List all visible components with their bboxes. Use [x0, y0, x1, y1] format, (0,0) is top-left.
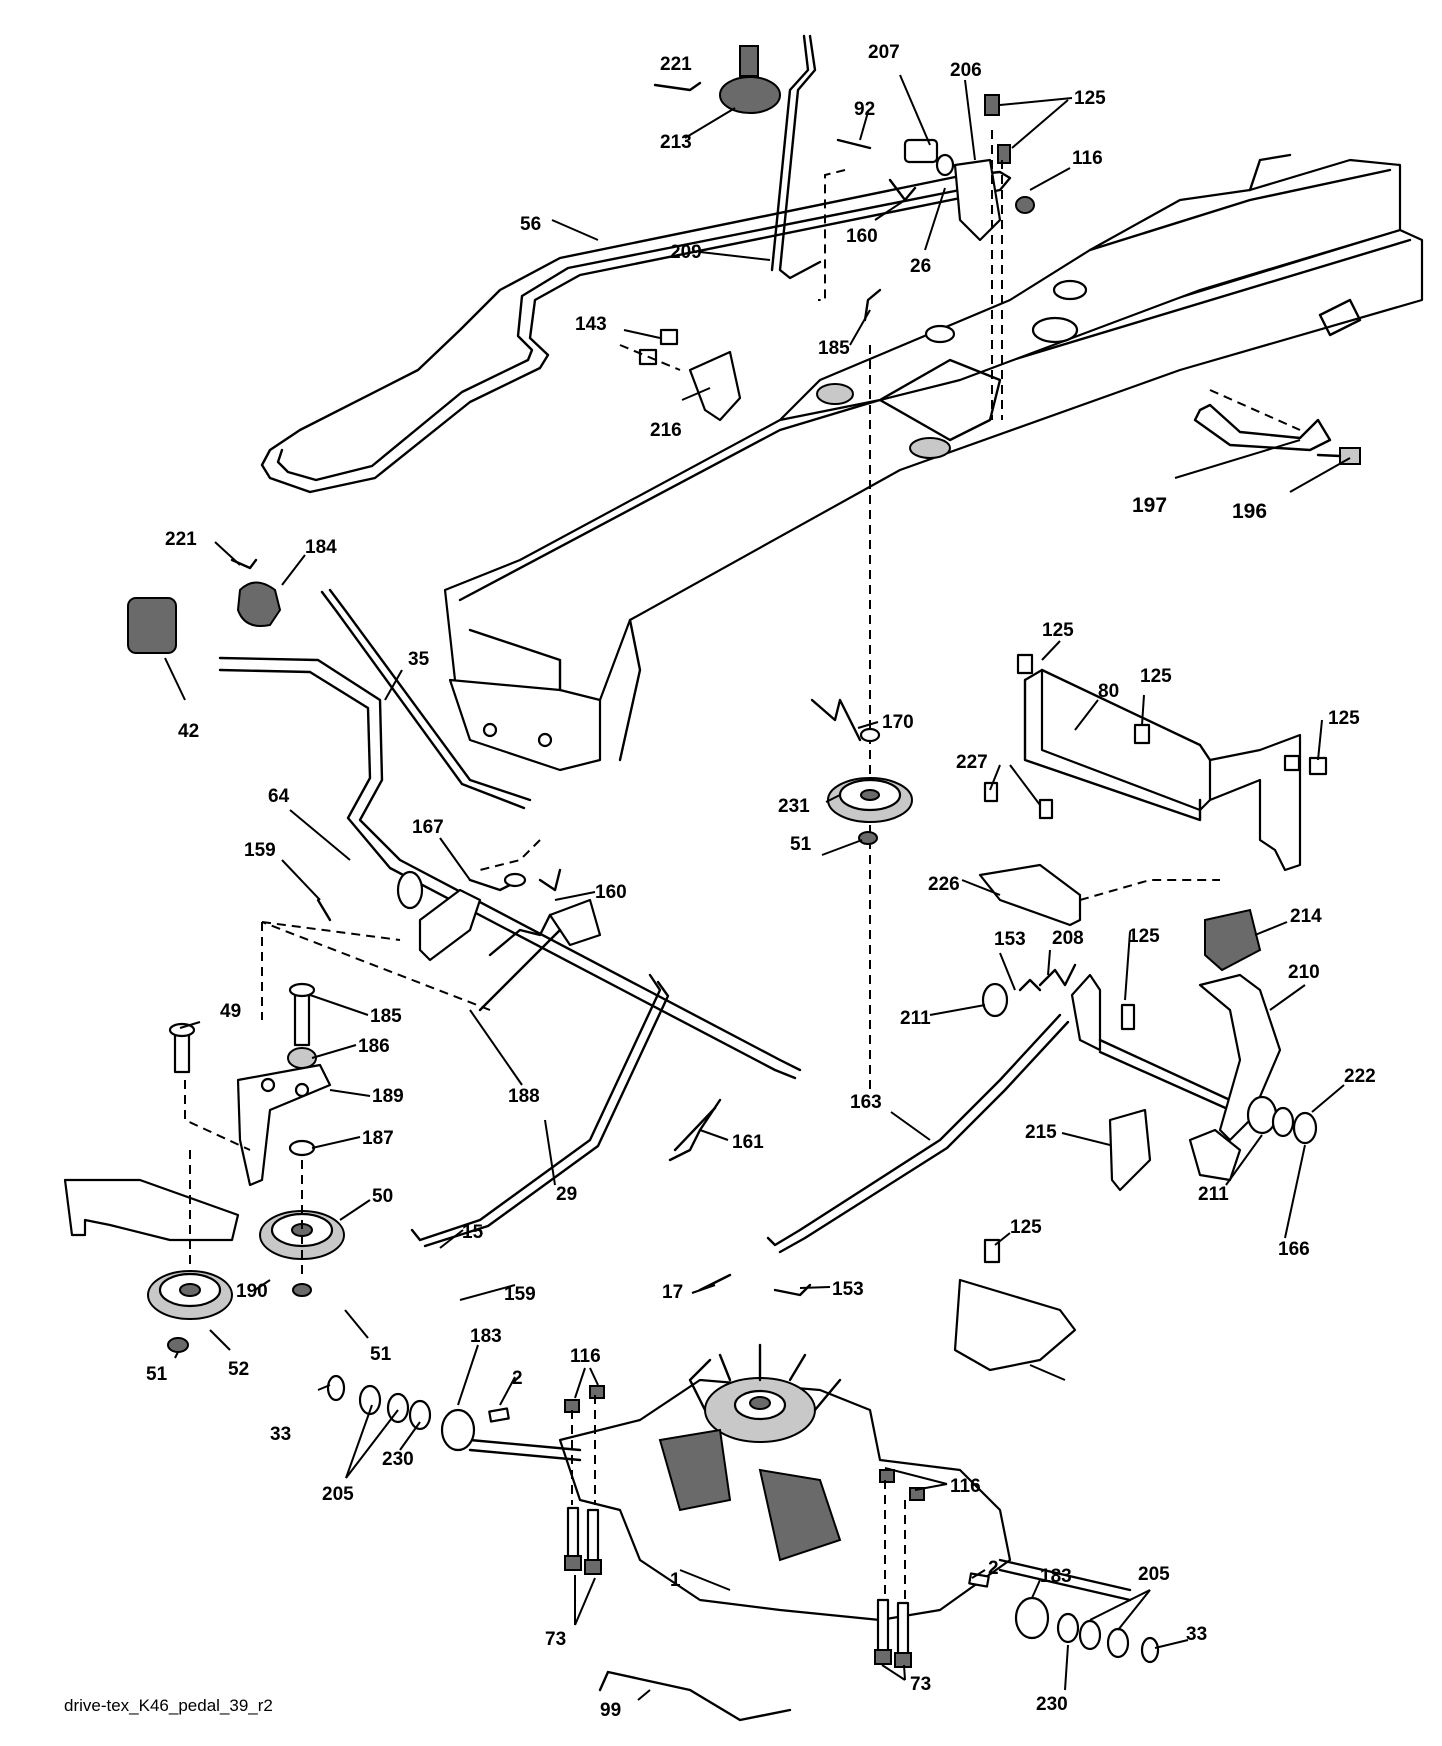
callout-189: 189: [372, 1086, 404, 1107]
callout-labels: 221 213 207 92 206 125 116 160 26 209 56…: [146, 42, 1376, 1721]
callout-116-top: 116: [1072, 148, 1103, 169]
callout-215: 215: [1025, 1122, 1057, 1143]
callout-230-right: 230: [1036, 1694, 1068, 1715]
callout-73-left: 73: [545, 1629, 566, 1650]
callout-190: 190: [236, 1281, 268, 1302]
callout-49: 49: [220, 1001, 241, 1022]
transaxle: [326, 1343, 1160, 1722]
callout-125-bracket: 125: [1042, 620, 1074, 641]
callout-51-mid: 51: [370, 1344, 392, 1365]
callout-73-right: 73: [910, 1674, 931, 1695]
callout-214: 214: [1290, 906, 1322, 927]
callout-185-left: 185: [370, 1006, 402, 1027]
callout-197: 197: [1132, 494, 1167, 517]
idler-assembly: [63, 982, 345, 1353]
pedal-assembly-right: [766, 908, 1318, 1372]
callout-51-center: 51: [790, 834, 812, 855]
callout-116-mid: 116: [570, 1346, 601, 1367]
callout-208: 208: [1052, 928, 1084, 949]
callout-2-right: 2: [988, 1558, 999, 1579]
main-frame: [443, 153, 1424, 772]
assembly-lines-top: [619, 130, 1301, 1090]
lift-handle: [1193, 403, 1361, 465]
callout-185-top: 185: [818, 338, 850, 359]
callout-33-right: 33: [1186, 1624, 1207, 1645]
callout-50: 50: [372, 1186, 393, 1207]
callout-160-left: 160: [595, 882, 627, 903]
callout-211-left: 211: [900, 1008, 931, 1029]
callout-125-mid: 125: [1140, 666, 1172, 687]
callout-159-left: 159: [244, 840, 276, 861]
shift-lever: [719, 34, 822, 280]
pedal-bracket: [978, 653, 1328, 927]
callout-166: 166: [1278, 1239, 1310, 1260]
callout-210: 210: [1288, 962, 1320, 983]
callout-35: 35: [408, 649, 430, 670]
callout-1: 1: [670, 1570, 681, 1591]
callout-125-right: 125: [1328, 708, 1360, 729]
callout-2-left: 2: [512, 1368, 523, 1389]
callout-211-right: 211: [1198, 1184, 1229, 1205]
callout-92: 92: [854, 99, 875, 120]
callout-213: 213: [660, 132, 692, 153]
callout-231: 231: [778, 796, 810, 817]
callout-196: 196: [1232, 500, 1267, 523]
callout-221-left: 221: [165, 529, 197, 550]
callout-209: 209: [670, 242, 702, 263]
callout-230-left: 230: [382, 1449, 414, 1470]
callout-222: 222: [1344, 1066, 1376, 1087]
callout-116-right: 116: [950, 1476, 981, 1497]
callout-183-left: 183: [470, 1326, 502, 1347]
callout-125-lower: 125: [1010, 1217, 1042, 1238]
callout-221-top: 221: [660, 54, 692, 75]
callout-216: 216: [650, 420, 682, 441]
callout-161: 161: [732, 1132, 764, 1153]
callout-51-left: 51: [146, 1364, 168, 1385]
callout-26: 26: [910, 256, 931, 277]
diagram-caption: drive-tex_K46_pedal_39_r2: [64, 1696, 273, 1715]
callout-226: 226: [928, 874, 960, 895]
drive-belt: [260, 170, 1012, 494]
callout-160-top: 160: [846, 226, 878, 247]
center-pulley: [810, 698, 913, 845]
callout-159-lower: 159: [504, 1284, 536, 1305]
callout-184: 184: [305, 537, 337, 558]
callout-15: 15: [462, 1222, 484, 1243]
callout-207: 207: [868, 42, 900, 63]
callout-163: 163: [850, 1092, 882, 1113]
callout-56: 56: [520, 214, 541, 235]
springs: [668, 1098, 732, 1292]
callout-205-right: 205: [1138, 1564, 1170, 1585]
callout-99: 99: [600, 1700, 621, 1721]
callout-64: 64: [268, 786, 290, 807]
callout-153-right: 153: [994, 929, 1026, 950]
callout-125-pedal: 125: [1128, 926, 1160, 947]
callout-42: 42: [178, 721, 199, 742]
callout-52: 52: [228, 1359, 249, 1380]
callout-125-top: 125: [1074, 88, 1106, 109]
callout-206: 206: [950, 60, 982, 81]
callout-153-lower: 153: [832, 1279, 864, 1300]
callout-186: 186: [358, 1036, 390, 1057]
callout-170: 170: [882, 712, 914, 733]
callout-143: 143: [575, 314, 607, 335]
callout-183-right: 183: [1040, 1566, 1072, 1587]
callout-227: 227: [956, 752, 988, 773]
callout-188: 188: [508, 1086, 540, 1107]
callout-17: 17: [662, 1282, 683, 1303]
callout-33-left: 33: [270, 1424, 291, 1445]
callout-29: 29: [556, 1184, 577, 1205]
callout-205-left: 205: [322, 1484, 354, 1505]
top-hardware: [638, 81, 1035, 422]
linkage-left: [261, 839, 670, 1248]
callout-167: 167: [412, 817, 444, 838]
callout-80: 80: [1098, 681, 1119, 702]
leader-lines: [164, 74, 1351, 1701]
callout-187: 187: [362, 1128, 394, 1149]
